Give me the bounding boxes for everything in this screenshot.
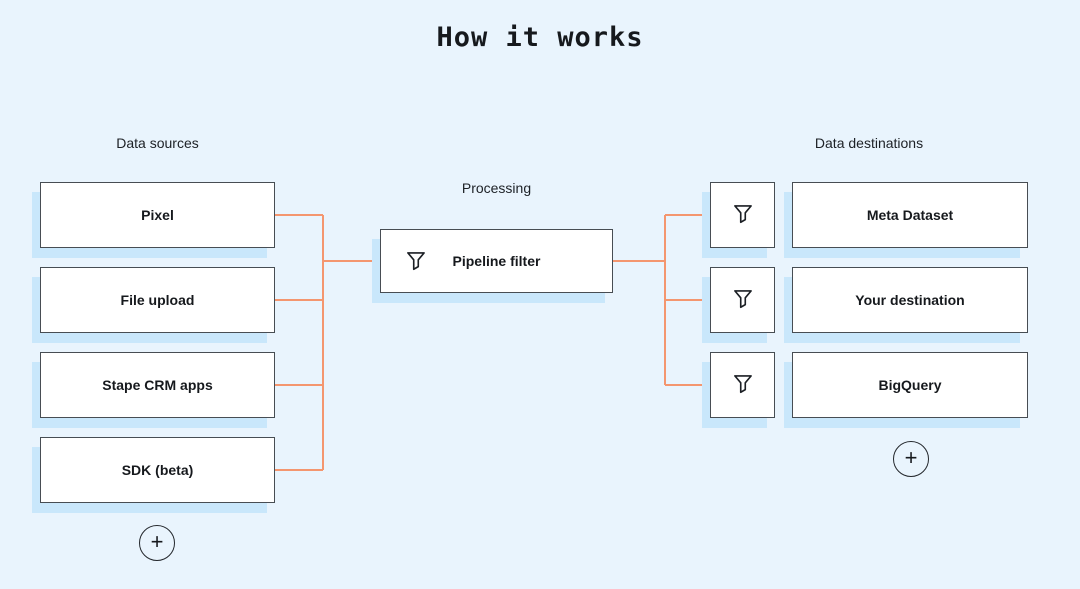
plus-icon: + (904, 445, 918, 470)
destination-filter-3[interactable] (710, 352, 775, 418)
destination-node-label: Your destination (855, 292, 965, 308)
source-node-stape-crm-apps[interactable]: Stape CRM apps (40, 352, 275, 418)
source-node-file-upload[interactable]: File upload (40, 267, 275, 333)
destination-node-label: BigQuery (878, 377, 942, 393)
page-title: How it works (436, 22, 644, 53)
add-destination-button[interactable]: + (893, 441, 929, 477)
destination-filter-2[interactable] (710, 267, 775, 333)
destination-node-meta-dataset[interactable]: Meta Dataset (792, 182, 1028, 248)
pipeline-filter-node[interactable]: Pipeline filter (380, 229, 613, 293)
source-node-label: File upload (120, 292, 195, 308)
funnel-icon (730, 201, 756, 230)
destination-node-your-destination[interactable]: Your destination (792, 267, 1028, 333)
funnel-icon (403, 248, 429, 274)
add-source-button[interactable]: + (139, 525, 175, 561)
data-sources-label: Data sources (116, 135, 199, 151)
data-destinations-label: Data destinations (814, 135, 924, 151)
destination-node-bigquery[interactable]: BigQuery (792, 352, 1028, 418)
plus-icon: + (150, 529, 164, 554)
funnel-icon (730, 286, 756, 315)
source-node-label: SDK (beta) (121, 462, 194, 478)
source-node-label: Pixel (141, 207, 174, 223)
source-node-label: Stape CRM apps (102, 377, 213, 393)
destination-node-label: Meta Dataset (866, 207, 954, 223)
funnel-icon (730, 371, 756, 400)
processing-label: Processing (461, 180, 532, 196)
source-node-pixel[interactable]: Pixel (40, 182, 275, 248)
pipeline-filter-label: Pipeline filter (452, 253, 541, 269)
source-node-sdk-beta[interactable]: SDK (beta) (40, 437, 275, 503)
destination-filter-1[interactable] (710, 182, 775, 248)
